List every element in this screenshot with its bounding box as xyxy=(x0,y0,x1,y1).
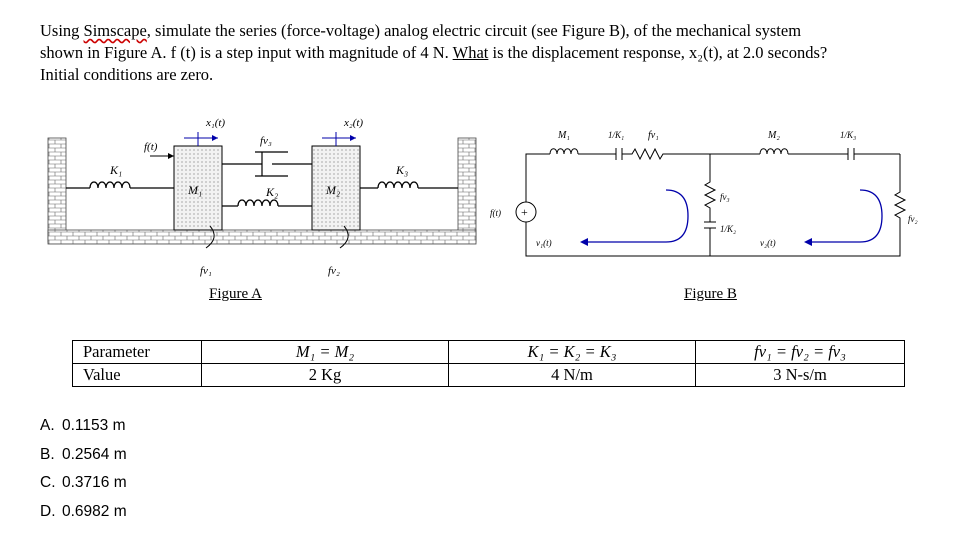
table-cell: 3 N-s/m xyxy=(695,363,905,387)
question-segment: Using xyxy=(40,21,84,40)
question-segment: , simulate the series (force-voltage) an… xyxy=(146,21,802,40)
b-v1-label: v₁(t) xyxy=(536,238,552,248)
damper-fv3 xyxy=(222,151,312,177)
question-segment: shown in Figure A. f (t) is a step input… xyxy=(40,43,453,62)
what-word: What xyxy=(452,43,489,62)
spring-k1 xyxy=(66,181,174,189)
m1-label: M₁ xyxy=(187,183,202,197)
b-f-label: f(t) xyxy=(490,208,501,218)
m2-label: M₂ xyxy=(325,183,340,197)
capacitor-k1 xyxy=(615,148,623,160)
x1-label: x₁(t) xyxy=(205,117,225,129)
option-letter: D. xyxy=(40,502,56,520)
k1-label: K₁ xyxy=(109,163,122,177)
loop-v2 xyxy=(810,189,883,243)
b-fv2-label: fv₂ xyxy=(908,214,918,224)
k3-label: K₃ xyxy=(395,163,408,177)
resistor-fv3 xyxy=(703,154,717,222)
spring-k3 xyxy=(360,181,458,189)
option-text: 0.6982 m xyxy=(62,502,127,520)
option-text: 0.2564 m xyxy=(62,445,127,463)
b-fv1-label: fv₁ xyxy=(648,130,659,141)
capacitor-k3 xyxy=(847,148,900,160)
loop-v1 xyxy=(586,189,689,243)
table-cell: Value xyxy=(72,363,202,387)
resistor-fv2 xyxy=(525,154,907,257)
table-cell: K₁ = K₂ = K₃ xyxy=(448,340,696,364)
simscape-word: Simscape xyxy=(83,21,147,40)
answer-option-a[interactable]: A. 0.1153 m xyxy=(40,412,127,441)
option-text: 0.1153 m xyxy=(62,417,126,434)
figure-b-caption: Figure B xyxy=(684,286,737,302)
figure-b-circuit: + M₁ 1/K₁ fv₁ M₂ 1/K₃ f(t) fv₃ 1/K₂ v₁(t… xyxy=(490,130,918,257)
answer-option-b[interactable]: B. 0.2564 m xyxy=(40,441,127,470)
option-letter: B. xyxy=(40,445,55,463)
resistor-fv1 xyxy=(622,147,710,161)
answer-option-d[interactable]: D. 0.6982 m xyxy=(40,498,127,527)
b-fv3-label: fv₃ xyxy=(720,192,730,202)
question-line-1: Using Simscape, simulate the series (for… xyxy=(40,20,945,42)
inductor-m2 xyxy=(710,148,848,155)
b-m1-label: M₁ xyxy=(557,130,570,141)
voltage-source xyxy=(515,201,537,223)
parameter-table: Parameter M₁ = M₂ K₁ = K₂ = K₃ fv₁ = fv₂… xyxy=(72,340,905,387)
circuit-wire xyxy=(525,153,550,202)
b-m2-label: M₂ xyxy=(767,130,780,141)
right-wall xyxy=(457,137,477,243)
friction-fv2 xyxy=(339,225,349,249)
table-cell: 4 N/m xyxy=(448,363,696,387)
mass-m1-block xyxy=(173,145,223,231)
capacitor-k2 xyxy=(704,221,716,256)
friction-fv1 xyxy=(205,225,215,249)
table-cell: fv₁ = fv₂ = fv₃ xyxy=(695,340,905,364)
left-wall xyxy=(47,137,67,243)
ground xyxy=(47,229,477,245)
b-k2-label: 1/K₂ xyxy=(720,224,736,234)
b-k3-label: 1/K₃ xyxy=(840,130,856,140)
question-segment: is the displacement response, x₂(t), at … xyxy=(488,43,828,62)
answer-option-c[interactable]: C. 0.3716 m xyxy=(40,469,127,498)
table-row-header: Parameter M₁ = M₂ K₁ = K₂ = K₃ fv₁ = fv₂… xyxy=(72,340,905,364)
fv3-label: fv₃ xyxy=(260,135,272,147)
source-polarity: + xyxy=(521,205,528,219)
fv1-label: fv₁ xyxy=(200,265,212,277)
table-cell: M₁ = M₂ xyxy=(201,340,449,364)
b-k1-label: 1/K₁ xyxy=(608,130,624,140)
k2-label: K₂ xyxy=(265,185,278,199)
b-v2-label: v₂(t) xyxy=(760,238,776,248)
f-label: f(t) xyxy=(144,141,158,153)
fv2-label: fv₂ xyxy=(328,265,340,277)
spring-k2 xyxy=(222,199,312,207)
figure-a-mechanical-system: x₁(t) x₂(t) f(t) fv₃ K₁ K₃ M₁ M₂ K₂ fv₁ … xyxy=(47,117,477,277)
table-row-values: Value 2 Kg 4 N/m 3 N-s/m xyxy=(72,363,905,387)
question-line-2: shown in Figure A. f (t) is a step input… xyxy=(40,42,945,64)
table-cell: Parameter xyxy=(72,340,202,364)
x2-label: x₂(t) xyxy=(343,117,363,129)
mass-m2-block xyxy=(311,145,361,231)
question-line-3: Initial conditions are zero. xyxy=(40,65,214,84)
option-text: 0.3716 m xyxy=(62,474,127,491)
answer-options: A. 0.1153 m B. 0.2564 m C. 0.3716 m D. 0.698… xyxy=(40,412,127,526)
table-cell: 2 Kg xyxy=(201,363,449,387)
inductor-m1 xyxy=(549,148,616,155)
question-text: Using Simscape, simulate the series (for… xyxy=(40,20,945,86)
option-letter: C. xyxy=(40,474,56,491)
figure-a-caption: Figure A xyxy=(209,286,262,302)
option-letter: A. xyxy=(40,417,55,434)
